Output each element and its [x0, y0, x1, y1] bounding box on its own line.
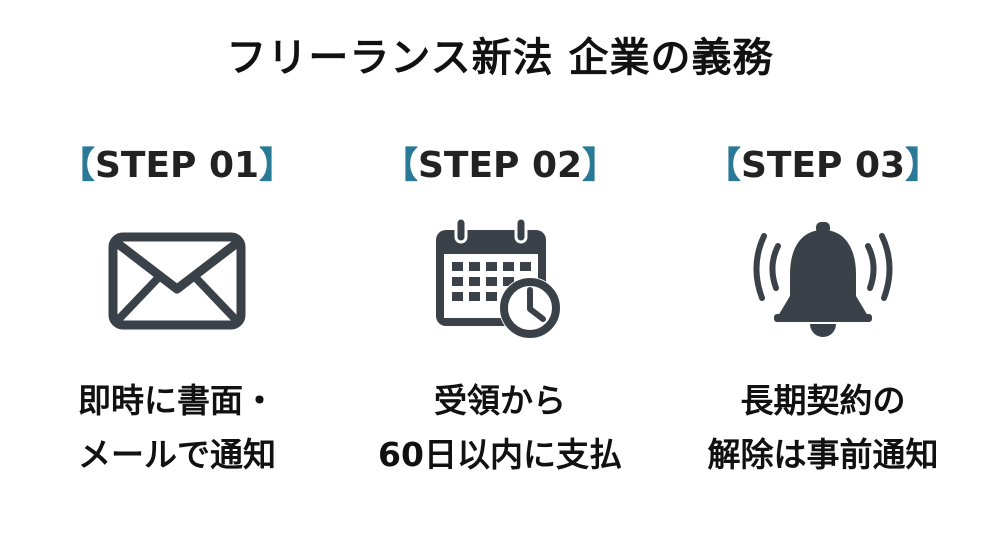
envelope-icon	[27, 216, 327, 346]
page-title: フリーランス新法 企業の義務	[226, 35, 774, 81]
step-heading-2: 【STEP 02】	[350, 138, 650, 194]
description-line: 長期契約の	[740, 381, 906, 420]
calendar-clock-icon	[350, 216, 650, 346]
open-bracket: 【	[704, 145, 741, 186]
bell-icon	[673, 216, 973, 346]
step-column-3: 【STEP 03】 長期契約の 解除は事前通知	[673, 138, 973, 482]
description-line: メールで通知	[78, 435, 276, 474]
step-label: STEP 01	[94, 145, 260, 186]
step-label: STEP 02	[417, 145, 583, 186]
step-description-1: 即時に書面・ メールで通知	[27, 374, 327, 482]
open-bracket: 【	[381, 145, 418, 186]
open-bracket: 【	[58, 145, 95, 186]
description-line: 受領から	[434, 381, 566, 420]
close-bracket: 】	[905, 145, 942, 186]
step-label: STEP 03	[740, 145, 906, 186]
step-column-2: 【STEP 02】	[350, 138, 650, 482]
description-line: 即時に書面・	[78, 381, 276, 420]
step-column-1: 【STEP 01】 即時に書面・ メールで通知	[27, 138, 327, 482]
close-bracket: 】	[259, 145, 296, 186]
step-description-3: 長期契約の 解除は事前通知	[673, 374, 973, 482]
description-line: 解除は事前通知	[707, 435, 939, 474]
step-heading-3: 【STEP 03】	[673, 138, 973, 194]
step-description-2: 受領から 60日以内に支払	[350, 374, 650, 482]
close-bracket: 】	[582, 145, 619, 186]
step-heading-1: 【STEP 01】	[27, 138, 327, 194]
description-line: 60日以内に支払	[378, 435, 622, 474]
